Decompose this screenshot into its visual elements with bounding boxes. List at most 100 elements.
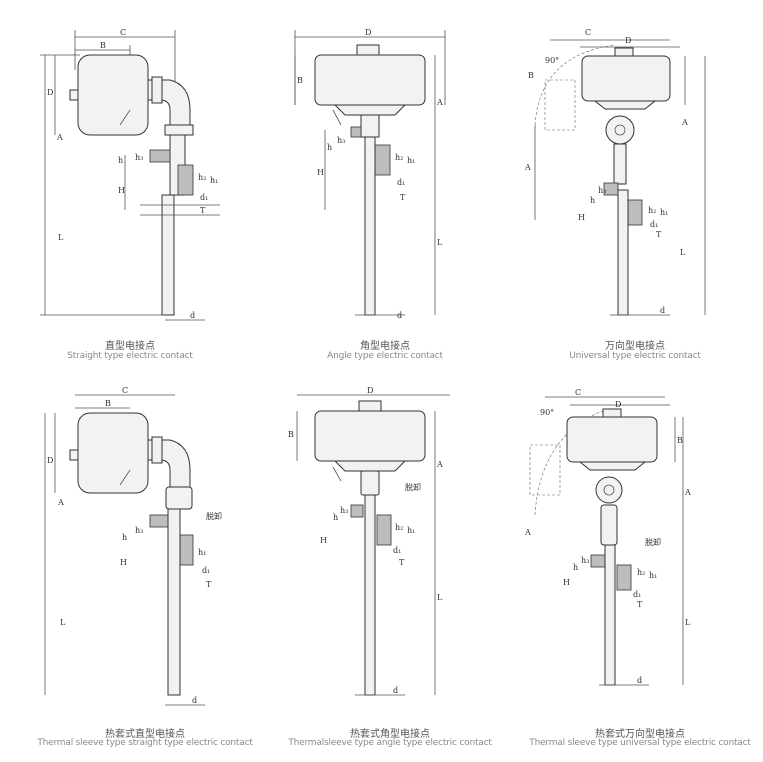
dim-H: H	[320, 536, 327, 545]
caption-en: Thermal sleeve type universal type elect…	[529, 738, 751, 748]
dim-H: H	[118, 186, 125, 195]
dim-h1: h₁	[660, 208, 668, 217]
dim-A: A	[524, 163, 531, 172]
dim-h: h	[122, 533, 127, 542]
caption-en: Universal type electric contact	[569, 351, 701, 361]
caption-en: Angle type electric contact	[327, 351, 443, 361]
dim-h: h	[333, 513, 338, 522]
dim-B: B	[528, 71, 534, 80]
dim-d: d	[660, 306, 665, 315]
dim-B: B	[105, 399, 111, 408]
dim-h: h	[573, 563, 578, 572]
dim-h2: h₂	[637, 568, 645, 577]
dim-d: d	[397, 311, 402, 320]
dim-d1: d₁	[393, 546, 401, 555]
drawing-angle: D B A L H h h₃ h₂ h₁ d₁ T d	[294, 28, 446, 320]
dim-L: L	[680, 248, 686, 257]
dim-A: A	[56, 133, 63, 142]
dim-L: L	[437, 593, 443, 602]
drawing-universal: C D 90° A B A L H h h₃ h₂ h₁ d₁ T d	[524, 28, 706, 316]
dim-h2: h₂	[648, 206, 656, 215]
dim-H: H	[563, 578, 570, 587]
caption-zh: 热套式角型电接点	[350, 729, 430, 740]
dim-D: D	[365, 28, 371, 37]
dim-H: H	[317, 168, 324, 177]
caption-en: Thermal sleeve type straight type electr…	[37, 738, 253, 748]
drawing-thermal-angle: D 脱卸 B A L H h h₃ h₂ h₁ d₁ T d	[288, 386, 450, 696]
dim-d: d	[190, 311, 195, 320]
dim-h3: h₃	[581, 556, 589, 565]
dim-D: D	[367, 386, 373, 395]
dim-L: L	[58, 233, 64, 242]
caption-en: Thermalsleeve type angle type electric c…	[288, 738, 492, 748]
dim-T: T	[637, 600, 643, 609]
angle-90: 90°	[545, 56, 559, 65]
dim-A: A	[436, 98, 443, 107]
drawing-thermal-straight: C B 脱卸 D A L H h h₃ h₁ d₁ T d	[44, 386, 222, 706]
dim-d: d	[192, 696, 197, 705]
dim-d: d	[393, 686, 398, 695]
label-remove: 脱卸	[206, 511, 222, 521]
label-remove: 脱卸	[645, 537, 661, 547]
dim-B: B	[677, 436, 683, 445]
dim-L: L	[437, 238, 443, 247]
dim-h3: h₃	[598, 186, 606, 195]
caption-en: Straight type electric contact	[67, 351, 193, 361]
drawing-straight: C B D A L H h h₃ h₂ h₁ d₁ T d	[40, 28, 220, 321]
dim-A-right: A	[681, 118, 688, 127]
dim-h1: h₁	[407, 526, 415, 535]
dim-D: D	[47, 88, 53, 97]
dim-h3: h₃	[337, 136, 345, 145]
dim-h3: h₃	[135, 526, 143, 535]
dim-T: T	[200, 206, 206, 215]
panel-thermal-angle: D 脱卸 B A L H h h₃ h₂ h₁ d₁ T d 热套式角型电接点 …	[285, 375, 495, 755]
housing	[314, 410, 426, 462]
dim-T: T	[400, 193, 406, 202]
caption-zh: 万向型电接点	[605, 341, 665, 352]
panel-angle: D B A L H h h₃ h₂ h₁ d₁ T d 角型电接点 Angle …	[275, 15, 495, 365]
angle-90: 90°	[540, 408, 554, 417]
dim-h1: h₁	[198, 548, 206, 557]
dim-B: B	[288, 430, 294, 439]
caption-zh: 直型电接点	[105, 341, 155, 352]
housing	[566, 416, 658, 463]
dim-A: A	[57, 498, 64, 507]
dim-L: L	[685, 618, 691, 627]
dim-T: T	[399, 558, 405, 567]
dim-d1: d₁	[397, 178, 405, 187]
caption-zh: 热套式直型电接点	[105, 729, 185, 740]
panel-universal: C D 90° A B A L H h h₃ h₂ h₁ d₁ T d 万向型电…	[520, 15, 750, 365]
dim-D: D	[47, 456, 53, 465]
housing	[581, 55, 671, 102]
panel-thermal-straight: C B 脱卸 D A L H h h₃ h₁ d₁ T d 热套式直型电接点 T…	[30, 375, 260, 755]
dim-D: D	[625, 36, 631, 45]
caption-zh: 角型电接点	[360, 341, 410, 352]
housing	[77, 412, 149, 494]
dim-h1: h₁	[407, 156, 415, 165]
dim-h2: h₂	[198, 173, 206, 182]
dim-h3: h₃	[135, 153, 143, 162]
dim-d1: d₁	[200, 193, 208, 202]
dim-A: A	[436, 460, 443, 469]
dim-T: T	[656, 230, 662, 239]
dim-D: D	[615, 400, 621, 409]
dim-d1: d₁	[633, 590, 641, 599]
dim-A-left: A	[524, 528, 531, 537]
dim-C: C	[585, 28, 591, 37]
dim-A: A	[684, 488, 691, 497]
dim-L: L	[60, 618, 66, 627]
dim-H: H	[120, 558, 127, 567]
dim-h2: h₂	[395, 523, 403, 532]
dim-h: h	[327, 143, 332, 152]
dim-h1: h₁	[210, 176, 218, 185]
dim-H: H	[578, 213, 585, 222]
dim-h: h	[590, 196, 595, 205]
dim-h: h	[118, 156, 123, 165]
dim-d: d	[637, 676, 642, 685]
dim-d1: d₁	[202, 566, 210, 575]
label-remove: 脱卸	[405, 482, 421, 492]
dim-T: T	[206, 580, 212, 589]
drawing-thermal-universal: C D 90° 脱卸 B A A L H h h₃ h₂ h₁ d₁ T d	[524, 388, 691, 686]
dim-B: B	[297, 76, 303, 85]
dim-C: C	[122, 386, 128, 395]
